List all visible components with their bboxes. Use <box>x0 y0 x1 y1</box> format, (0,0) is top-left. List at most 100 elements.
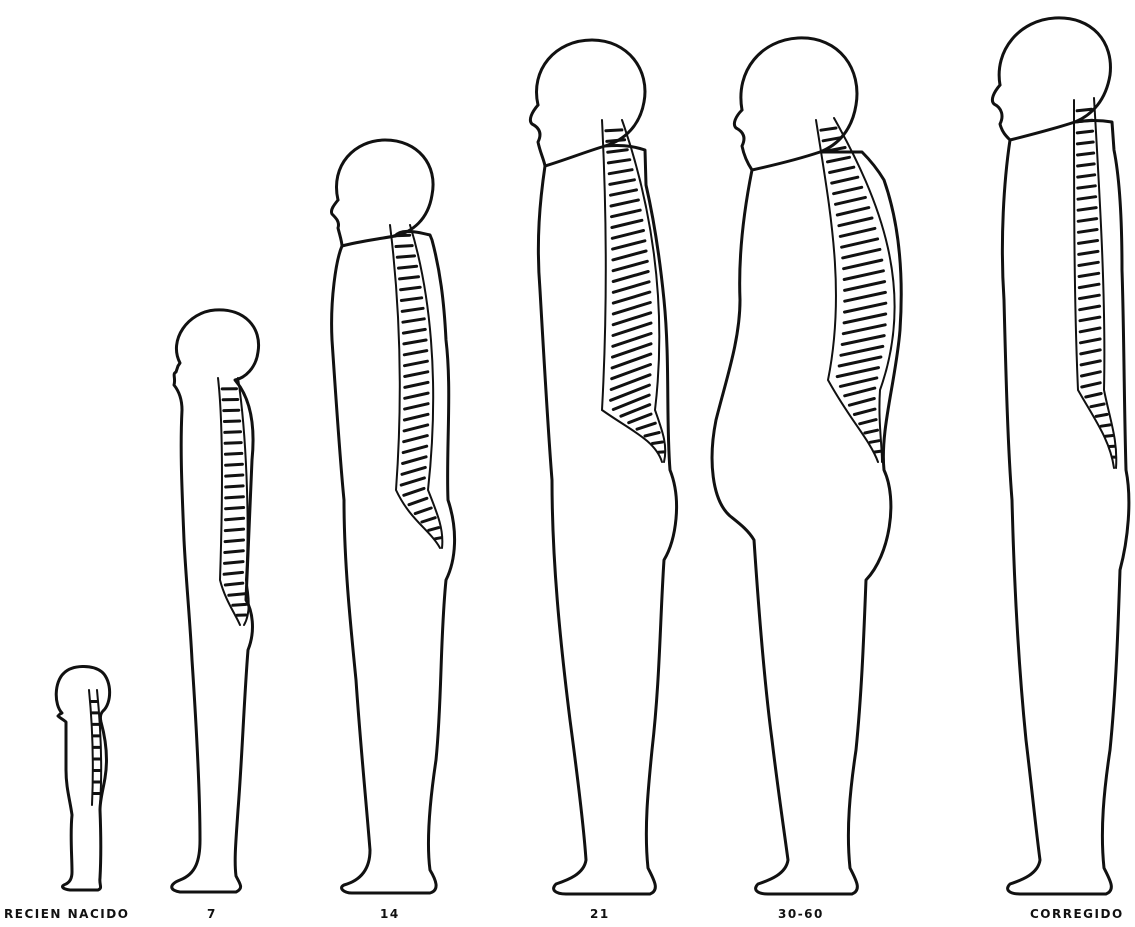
vertebra-mark <box>1078 164 1095 166</box>
vertebra-mark <box>613 241 645 249</box>
vertebra-mark <box>1078 175 1095 177</box>
vertebra-mark <box>1079 273 1099 276</box>
vertebra-mark <box>836 197 866 204</box>
vertebra-mark <box>397 256 414 257</box>
vertebra-mark <box>652 442 662 444</box>
vertebra-mark <box>830 167 854 172</box>
vertebra-mark <box>613 272 648 282</box>
vertebra-mark <box>226 475 243 476</box>
vertebra-mark <box>224 572 242 574</box>
figure-age-21-outline <box>537 40 677 894</box>
figure-label-age-14: 14 <box>380 907 400 921</box>
vertebra-mark <box>1106 436 1113 437</box>
vertebra-mark <box>1078 197 1096 200</box>
vertebra-mark <box>1080 306 1100 310</box>
vertebra-mark <box>399 266 417 268</box>
figure-label-age-7: 7 <box>207 907 217 921</box>
vertebra-mark <box>613 313 651 325</box>
vertebra-mark <box>645 433 659 437</box>
vertebra-mark <box>837 208 869 215</box>
vertebra-mark <box>405 393 428 398</box>
vertebra-mark <box>875 451 881 452</box>
vertebra-mark <box>1080 317 1100 321</box>
vertebra-mark <box>606 130 622 131</box>
vertebra-mark <box>225 540 243 542</box>
vertebra-mark <box>422 518 435 522</box>
vertebra-mark <box>1079 284 1099 287</box>
figure-age-21 <box>530 40 676 894</box>
vertebra-mark <box>1091 404 1104 407</box>
vertebra-mark <box>845 303 886 312</box>
vertebra-mark <box>404 488 424 495</box>
vertebra-mark <box>1081 339 1101 343</box>
vertebra-mark <box>403 457 427 464</box>
vertebra-mark <box>613 303 650 314</box>
vertebra-mark <box>865 430 878 433</box>
vertebra-mark <box>1080 295 1100 298</box>
vertebra-mark <box>226 497 244 498</box>
figure-age-21-spine <box>602 120 665 462</box>
vertebra-mark <box>841 346 883 355</box>
figure-age-14-spine <box>390 225 442 548</box>
vertebra-mark <box>843 325 885 334</box>
vertebra-mark <box>226 508 244 509</box>
vertebra-mark <box>404 414 428 420</box>
vertebra-mark <box>395 235 410 236</box>
vertebra-mark <box>1081 361 1100 365</box>
vertebra-mark <box>840 228 875 236</box>
vertebra-mark <box>844 314 886 323</box>
vertebra-mark <box>401 287 421 290</box>
figure-newborn-spine <box>89 690 101 805</box>
vertebra-mark <box>1081 350 1100 354</box>
vertebra-mark <box>608 160 629 163</box>
vertebra-mark <box>1080 328 1100 332</box>
figure-age-7-spine <box>218 378 249 625</box>
vertebra-mark <box>403 319 424 322</box>
vertebra-mark <box>1077 142 1093 144</box>
vertebra-mark <box>613 251 646 260</box>
vertebra-mark <box>612 210 641 217</box>
vertebra-mark <box>403 329 425 333</box>
figure-label-corrected: CORREGIDO <box>1030 907 1124 921</box>
vertebra-mark <box>405 361 428 366</box>
figure-age-30-60-face <box>734 110 752 170</box>
figure-age-14 <box>331 140 454 893</box>
vertebra-mark <box>844 260 882 269</box>
vertebra-mark <box>402 467 425 474</box>
vertebra-mark <box>401 298 421 301</box>
vertebra-mark <box>842 336 884 345</box>
vertebra-mark <box>843 249 880 258</box>
vertebra-mark <box>637 423 655 429</box>
vertebra-mark <box>403 446 427 452</box>
vertebra-mark <box>1082 383 1100 387</box>
vertebra-mark <box>839 357 881 366</box>
vertebra-mark <box>224 421 239 422</box>
vertebra-mark <box>621 405 650 417</box>
vertebra-mark <box>415 508 431 514</box>
vertebra-mark <box>842 239 878 247</box>
figure-age-7-outline <box>172 310 259 892</box>
vertebra-mark <box>1078 230 1097 233</box>
figure-age-30-60-spine <box>816 118 895 462</box>
vertebra-mark <box>860 420 876 424</box>
vertebra-mark <box>1079 241 1098 244</box>
figure-corrected-spine <box>1074 98 1116 468</box>
vertebra-mark <box>401 478 424 485</box>
figure-corrected-outline <box>999 18 1129 894</box>
vertebra-mark <box>1079 251 1098 254</box>
vertebra-mark <box>225 453 241 454</box>
vertebra-mark <box>845 282 885 291</box>
vertebra-mark <box>611 190 637 195</box>
vertebra-mark <box>402 308 423 311</box>
vertebra-mark <box>405 382 428 387</box>
vertebra-mark <box>233 604 246 605</box>
vertebra-mark <box>225 583 243 585</box>
vertebra-mark <box>608 150 628 153</box>
vertebra-mark <box>1086 394 1101 398</box>
vertebra-mark <box>613 261 647 270</box>
vertebra-mark <box>612 231 643 239</box>
vertebra-mark <box>607 140 625 142</box>
vertebra-mark <box>400 277 419 279</box>
vertebra-mark <box>1077 109 1091 111</box>
vertebra-mark <box>828 157 850 162</box>
